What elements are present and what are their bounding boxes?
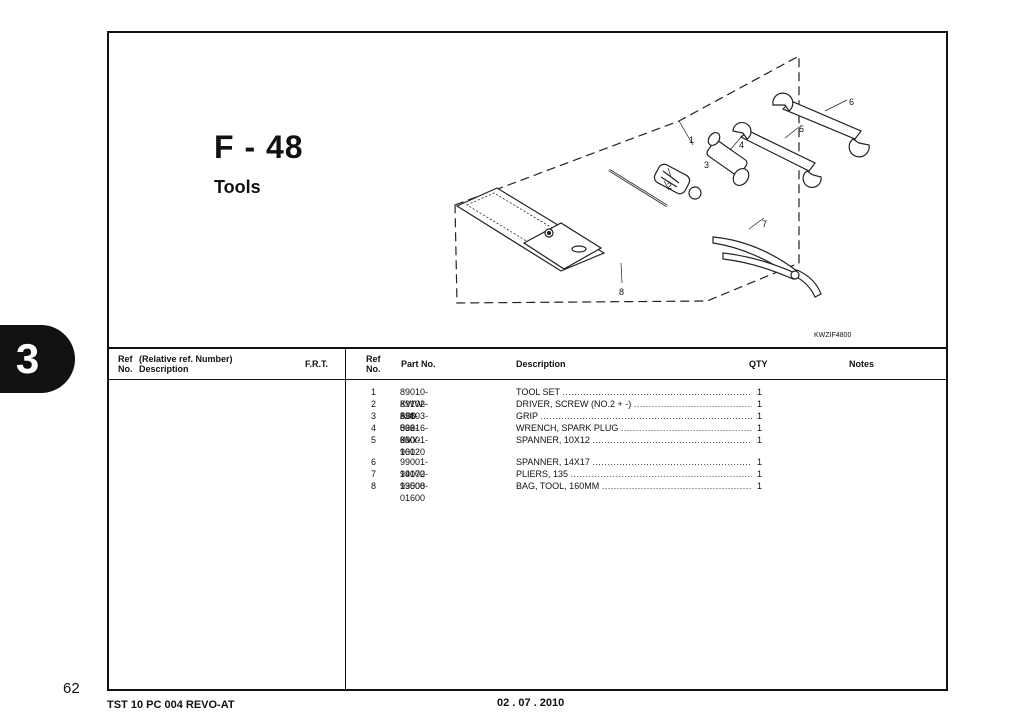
callout-8: 8 bbox=[619, 287, 624, 297]
header-relative-description: (Relative ref. Number)Description bbox=[139, 354, 233, 374]
figure-code: F - 48 bbox=[214, 129, 304, 165]
parts-frame: F - 48 Tools bbox=[107, 31, 948, 691]
grip bbox=[653, 163, 702, 200]
figure-title: Tools bbox=[214, 177, 261, 197]
header-notes: Notes bbox=[849, 359, 875, 369]
callout-2: 2 bbox=[667, 181, 672, 191]
spanner-10x12 bbox=[732, 121, 822, 188]
callout-1: 1 bbox=[689, 135, 694, 145]
callout-6: 6 bbox=[849, 97, 854, 107]
page-number: 62 bbox=[63, 680, 80, 697]
pliers bbox=[712, 236, 822, 298]
callout-4: 4 bbox=[739, 140, 744, 150]
header-qty: QTY bbox=[749, 359, 768, 369]
callout-3: 3 bbox=[704, 160, 709, 170]
callout-7: 7 bbox=[762, 219, 767, 229]
header-description: Description bbox=[516, 359, 566, 369]
header-part-no: Part No. bbox=[401, 359, 436, 369]
tools-exploded-diagram: 1 2 3 4 5 6 7 8 bbox=[454, 54, 870, 304]
illustration-id: KWZIF4800 bbox=[814, 332, 852, 339]
header-frt: F.R.T. bbox=[305, 359, 329, 369]
callout-5: 5 bbox=[799, 124, 804, 134]
footer-model: TST 10 PC 004 REVO-AT bbox=[107, 699, 235, 711]
spark-plug-wrench bbox=[706, 131, 750, 186]
tool-bag bbox=[455, 187, 606, 272]
spanner-14x17 bbox=[772, 92, 870, 158]
footer-date: 02 . 07 . 2010 bbox=[497, 697, 565, 709]
section-tab: 3 bbox=[0, 325, 75, 393]
column-divider bbox=[345, 347, 346, 691]
screwdriver bbox=[608, 168, 668, 208]
